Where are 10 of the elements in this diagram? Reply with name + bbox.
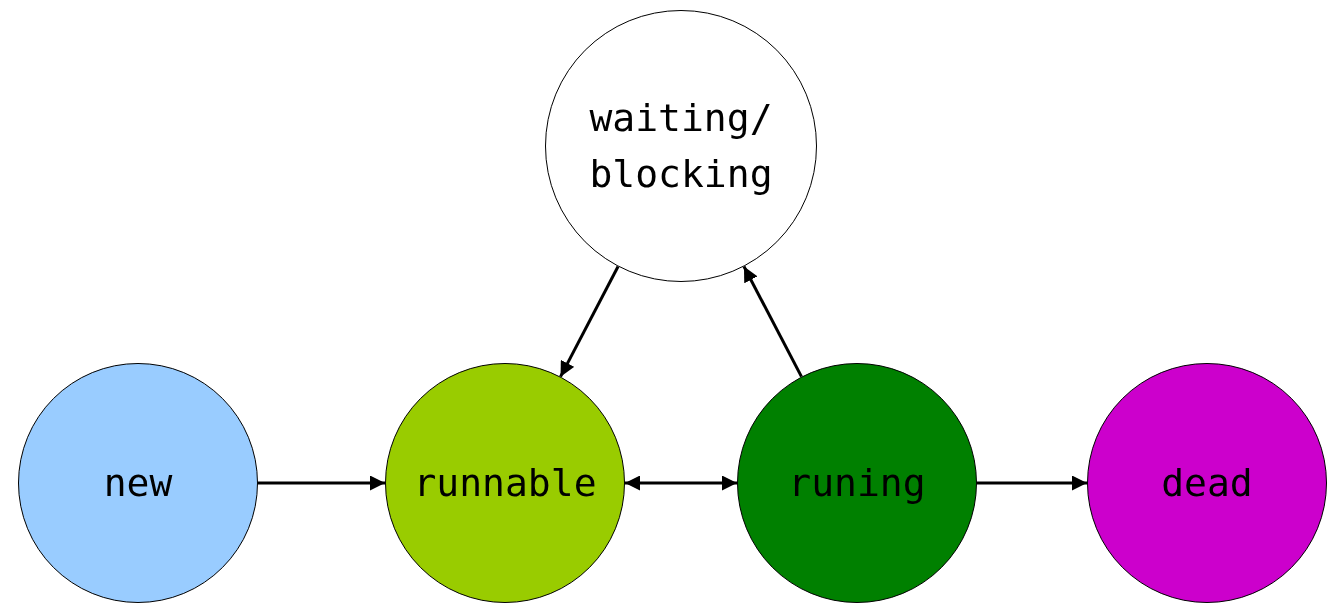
state-label: runing — [787, 460, 927, 507]
arrow — [258, 475, 385, 491]
arrow — [559, 265, 620, 378]
arrow — [625, 475, 737, 491]
arrow — [977, 475, 1087, 491]
arrow — [742, 265, 803, 378]
state-label: dead — [1160, 460, 1254, 507]
state-label: waiting/ blocking — [588, 95, 774, 198]
state-label: new — [102, 460, 174, 507]
state-label: runnable — [412, 460, 598, 507]
